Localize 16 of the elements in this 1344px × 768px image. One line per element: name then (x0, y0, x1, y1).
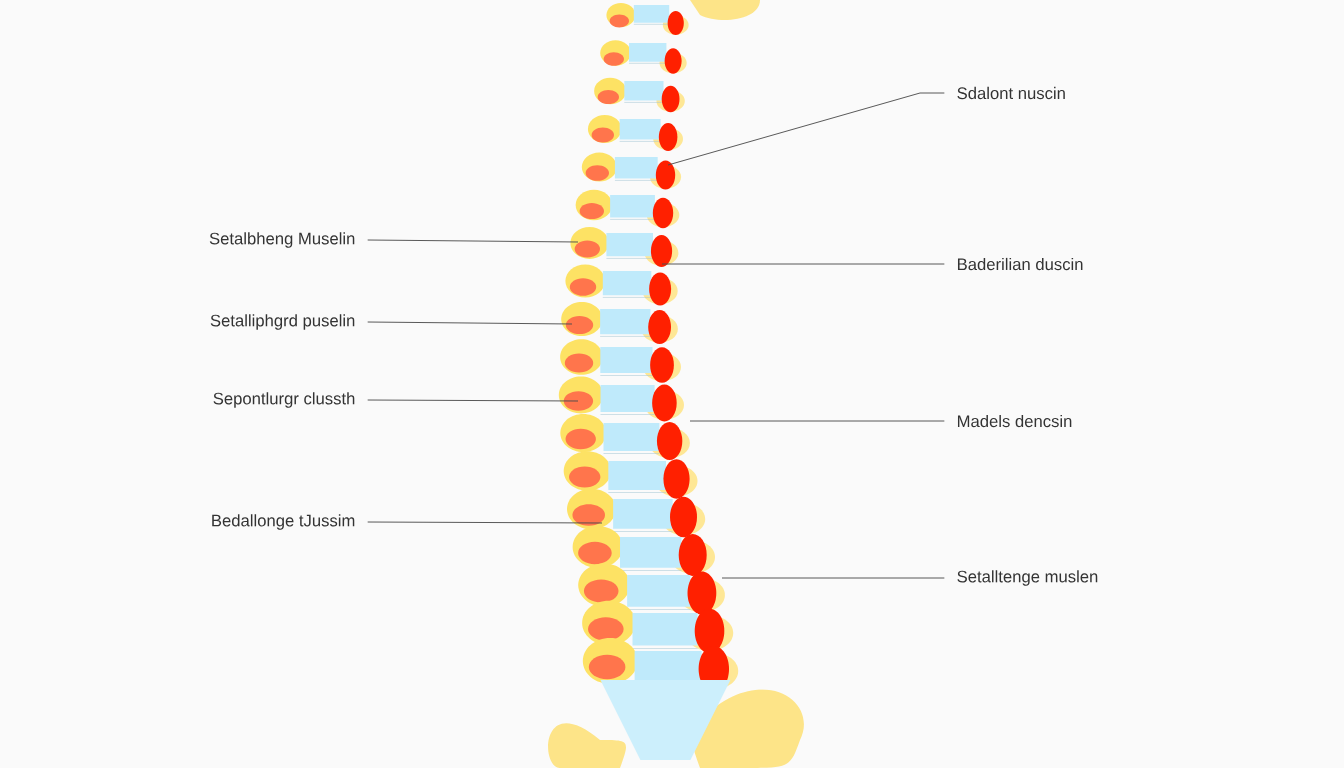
label-text: Sdalont nuscin (957, 86, 1065, 100)
leader-line (367, 239, 579, 243)
leader-line (661, 263, 945, 265)
leader-line (667, 92, 945, 166)
leader-line (367, 399, 579, 402)
leader-line (689, 420, 945, 422)
label-text: Sepontlurgr clussth (213, 392, 355, 408)
label-text: Setalliphgrd puselin (210, 314, 355, 330)
label-text: Setalbheng Muselin (209, 232, 355, 248)
leader-line (367, 521, 603, 524)
label-text: Madels dencsin (957, 414, 1072, 428)
label-text: Setalltenge muslen (957, 570, 1098, 586)
label-text: Bedallonge tJussim (212, 514, 355, 530)
leader-line (721, 577, 945, 579)
label-text: Baderilian duscin (957, 257, 1083, 271)
leader-line (367, 321, 573, 325)
